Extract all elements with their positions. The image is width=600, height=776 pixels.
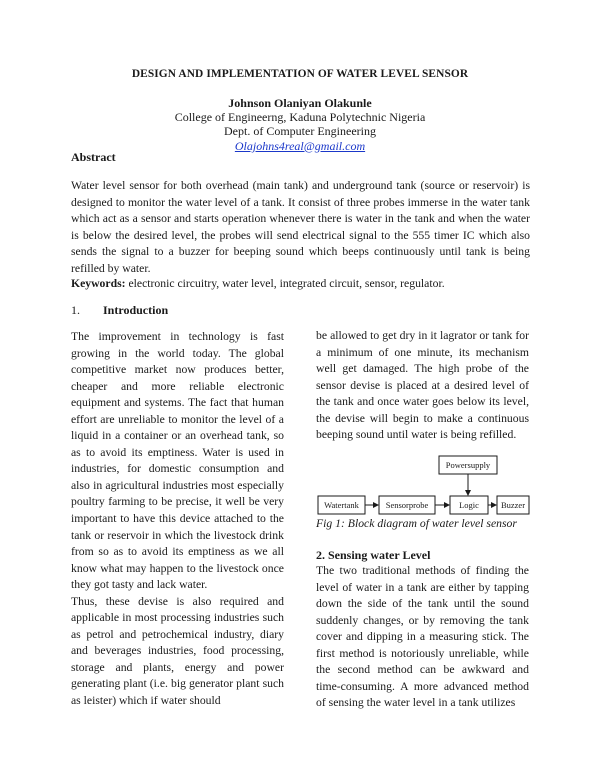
section-2-title: . Sensing water Level	[322, 548, 431, 562]
block-diagram: Powersupply Watertank Sensorprobe Logic …	[317, 455, 530, 515]
section-2-heading: 2. Sensing water Level	[316, 548, 430, 563]
author-affiliation: College of Engineerng, Kaduna Polytechni…	[174, 110, 426, 125]
keywords-text: electronic circuitry, water level, integ…	[125, 277, 445, 290]
abstract-heading: Abstract	[71, 150, 116, 164]
author-name: Johnson Olaniyan Olakunle	[228, 96, 372, 110]
power-supply-label: Powersupply	[446, 460, 491, 470]
keywords-label: Keywords:	[71, 277, 126, 290]
author-email-link[interactable]: Olajohns4real@gmail.com	[234, 138, 366, 153]
author-department: Dept. of Computer Engineering	[224, 124, 376, 139]
section-1-heading: 1. Introduction	[71, 303, 168, 318]
keywords: Keywords: electronic circuitry, water le…	[71, 276, 530, 292]
intro-paragraph-2: Thus, these devise is also required and …	[71, 594, 284, 708]
intro-paragraph-3: be allowed to get dry in it lagrator or …	[316, 329, 529, 442]
left-column: The improvement in technology is fast gr…	[71, 329, 284, 710]
section-2-number: 2	[316, 548, 322, 562]
intro-paragraph-1: The improvement in technology is fast gr…	[71, 330, 284, 592]
logic-label: Logic	[459, 500, 479, 510]
section-1-number: 1.	[71, 303, 80, 317]
author-block: Johnson Olaniyan Olakunle College of Eng…	[60, 96, 540, 153]
sensor-probe-label: Sensorprobe	[386, 500, 429, 510]
section-2-text: The two traditional methods of finding t…	[316, 564, 529, 710]
buzzer-block	[496, 495, 530, 515]
section-1-title: Introduction	[103, 303, 169, 317]
water-tank-label: Watertank	[324, 500, 359, 510]
figure-caption: Fig 1: Block diagram of water level sens…	[316, 517, 517, 530]
paper-title: DESIGN AND IMPLEMENTATION OF WATER LEVEL…	[131, 68, 469, 80]
abstract-text: Water level sensor for both overhead (ma…	[71, 179, 530, 275]
buzzer-label: Buzzer	[501, 500, 525, 510]
